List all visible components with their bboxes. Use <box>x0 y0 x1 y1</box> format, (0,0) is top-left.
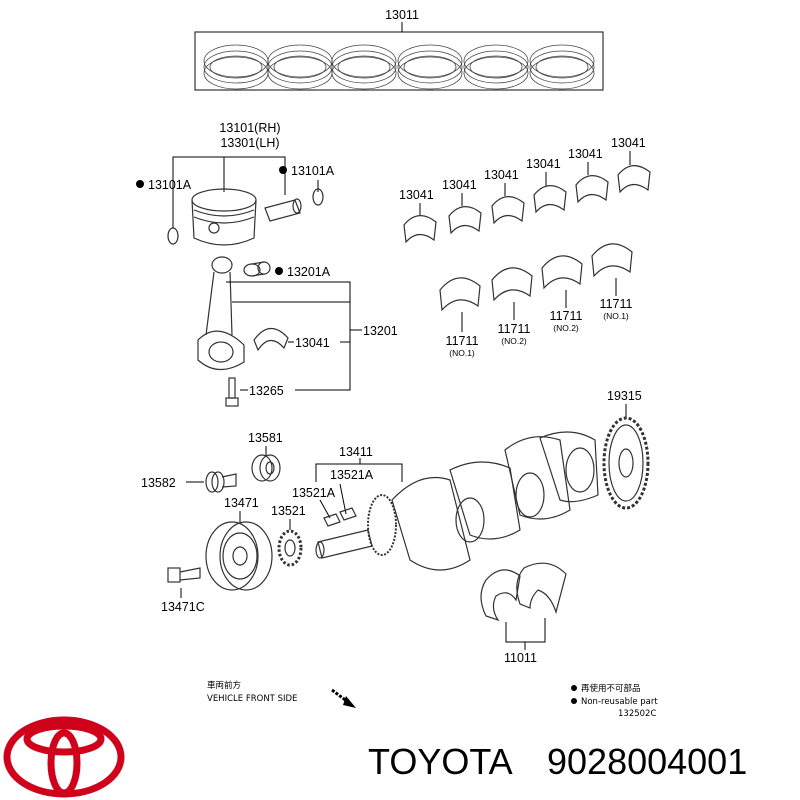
legend-dot <box>571 698 577 704</box>
label-snap-ring-left: 13101A <box>148 178 192 192</box>
bearing-shells-upper <box>403 165 651 244</box>
label-main-b3-sub: (NO.2) <box>553 323 579 333</box>
legend-jp: 再使用不可部品 <box>581 683 641 694</box>
label-key-2: 13521A <box>292 486 336 500</box>
brand-part-number: 9028004001 <box>547 741 747 782</box>
non-reusable-dot <box>279 166 287 174</box>
toyota-logo-icon <box>3 716 125 798</box>
label-bolt: 13582 <box>141 476 176 490</box>
label-key-1: 13521A <box>330 468 374 482</box>
label-con-rod: 13201 <box>363 324 398 338</box>
label-bearing-r1-6: 13041 <box>611 136 646 150</box>
pulley-bolt <box>167 567 201 583</box>
non-reusable-dot <box>136 180 144 188</box>
legend-dot <box>571 685 577 691</box>
vehicle-front-arrow-icon <box>331 688 356 708</box>
label-rod-bolt: 13265 <box>249 384 284 398</box>
label-main-b4-sub: (NO.1) <box>603 311 629 321</box>
rod-bolt <box>225 377 239 407</box>
label-sprocket: 19315 <box>607 389 642 403</box>
label-main-b4: 11711 <box>600 297 633 311</box>
legend-en: Non-reusable part <box>581 697 658 707</box>
note-front-jp: 車両前方 <box>207 680 241 691</box>
label-crankshaft: 13411 <box>339 445 373 459</box>
label-rod-bearing: 13041 <box>295 336 330 350</box>
label-gear: 13521 <box>271 504 306 518</box>
label-rings-set: 13011 <box>385 8 419 22</box>
label-washer: 13581 <box>248 431 283 445</box>
piston-ring-set-box <box>194 22 604 91</box>
brand-name: TOYOTA <box>368 741 513 782</box>
pulley-bolt-washer <box>205 471 237 493</box>
label-pulley: 13471 <box>224 496 259 510</box>
label-main-b2-sub: (NO.2) <box>501 336 527 346</box>
crank-pulley <box>205 521 273 591</box>
label-thrust-washers: 11011 <box>504 651 537 665</box>
label-bearing-r1-5: 13041 <box>568 147 603 161</box>
label-bearing-r1-4: 13041 <box>526 157 561 171</box>
main-bearing-shells <box>439 243 633 312</box>
label-main-b2: 11711 <box>498 322 531 336</box>
label-main-b1-sub: (NO.1) <box>449 348 475 358</box>
pin-bushing <box>243 261 271 277</box>
piston-pin <box>264 198 302 222</box>
diagram-code: 132502C <box>618 709 656 719</box>
connecting-rod <box>197 256 245 371</box>
non-reusable-dot <box>275 267 283 275</box>
piston <box>191 188 257 246</box>
label-piston-lh: 13301(LH) <box>220 136 279 150</box>
snap-ring-left <box>167 227 179 245</box>
thrust-washers <box>480 562 567 622</box>
label-main-b1: 11711 <box>446 334 479 348</box>
note-front-en: VEHICLE FRONT SIDE <box>207 694 297 704</box>
label-pin-bushing: 13201A <box>287 265 331 279</box>
pulley-washer <box>251 454 281 482</box>
label-pulley-bolt: 13471C <box>161 600 205 614</box>
label-bearing-r1-3: 13041 <box>484 168 519 182</box>
timing-sprocket <box>602 416 650 510</box>
woodruff-keys <box>323 507 357 527</box>
label-bearing-r1-1: 13041 <box>399 188 434 202</box>
crank-gear <box>277 529 303 567</box>
snap-ring-right <box>312 188 324 206</box>
label-piston-rh: 13101(RH) <box>219 121 280 135</box>
rod-bearing-shell <box>253 327 289 352</box>
crankshaft <box>315 431 599 571</box>
label-bearing-r1-2: 13041 <box>442 178 477 192</box>
label-snap-ring-right: 13101A <box>291 164 335 178</box>
label-main-b3: 11711 <box>550 309 583 323</box>
